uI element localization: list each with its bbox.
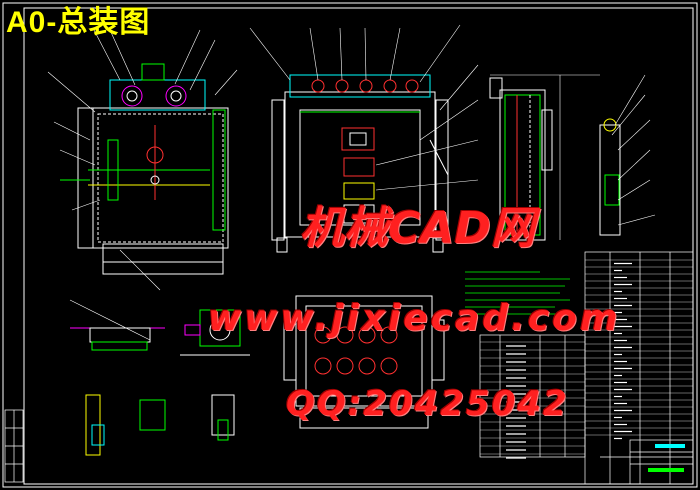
detail-view-c: [85, 394, 235, 456]
title-block-label: [655, 444, 685, 448]
leader-lines-center: [249, 24, 479, 191]
leader-lines-front: [47, 29, 238, 291]
drawing-border-inner: [23, 7, 694, 485]
detail-view-a: [69, 299, 165, 351]
front-view: [60, 63, 229, 275]
technical-notes: [465, 271, 570, 315]
parts-list-text: [506, 262, 632, 459]
watermark-qq: QQ:20425042: [286, 384, 569, 424]
plan-view: [283, 295, 445, 429]
leader-lines-side: [611, 74, 656, 226]
watermark-site-name: 机械CAD网: [300, 203, 535, 254]
drawing-title: A0-总装图: [6, 6, 151, 39]
side-view: [489, 74, 621, 241]
center-view: [271, 74, 449, 253]
title-block-label: [648, 468, 684, 472]
parts-list-rows: [480, 259, 693, 455]
watermark-url: www.jixiecad.com: [208, 298, 621, 339]
detail-view-b: [180, 309, 250, 356]
parts-list-table: [479, 251, 694, 485]
binding-strip: [4, 409, 24, 483]
